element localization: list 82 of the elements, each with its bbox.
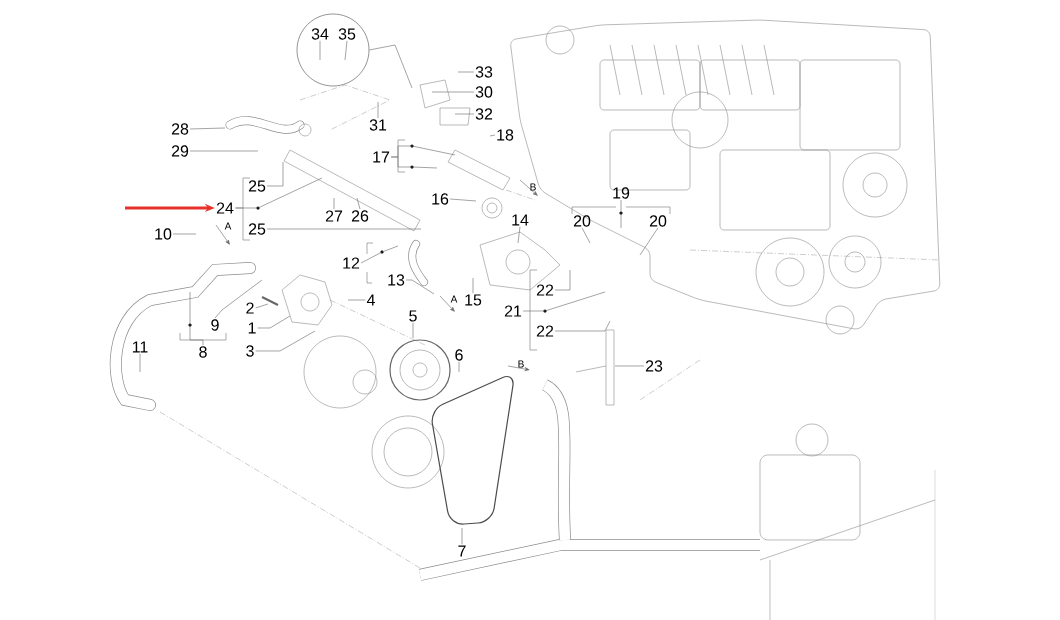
callout-number: 31 bbox=[369, 119, 387, 131]
leader-line bbox=[449, 198, 477, 202]
leader-line bbox=[356, 197, 361, 210]
leader-line bbox=[344, 40, 348, 61]
leader-line bbox=[431, 91, 475, 93]
callout-number: 23 bbox=[645, 360, 663, 372]
leader-line bbox=[266, 228, 422, 230]
callout-number: 12 bbox=[343, 257, 360, 269]
leader-line bbox=[522, 291, 606, 312]
callout-number: 20 bbox=[573, 215, 591, 227]
callout-number: 25 bbox=[248, 180, 266, 192]
magnifier-circle bbox=[296, 13, 370, 87]
leader-line bbox=[360, 245, 399, 264]
leader-line bbox=[581, 227, 591, 244]
leader-line bbox=[189, 291, 204, 346]
leader-line bbox=[257, 315, 291, 329]
leader-line bbox=[614, 365, 645, 367]
leader-line bbox=[189, 150, 259, 152]
callout-number: 7 bbox=[458, 545, 466, 557]
callout-number: 16 bbox=[432, 193, 449, 205]
leader-line bbox=[255, 303, 269, 309]
leader-line bbox=[554, 320, 611, 332]
callout-number: 29 bbox=[171, 145, 189, 157]
callout-number: 32 bbox=[475, 108, 493, 120]
callout-number: 6 bbox=[455, 349, 463, 361]
leader-line bbox=[255, 330, 316, 352]
leader-line bbox=[620, 199, 622, 229]
leader-line bbox=[405, 279, 435, 295]
leader-line bbox=[412, 322, 414, 339]
leader-line bbox=[172, 233, 197, 235]
leader-line bbox=[319, 40, 321, 61]
callout-number: 18 bbox=[497, 129, 514, 141]
callout-number: 34 bbox=[311, 28, 329, 40]
leader-line bbox=[489, 134, 496, 137]
callout-number: 35 bbox=[338, 28, 356, 40]
callout-number: 8 bbox=[199, 346, 207, 358]
callout-number: 14 bbox=[512, 214, 529, 226]
leader-line bbox=[472, 277, 474, 294]
callout-number: 15 bbox=[465, 294, 482, 306]
leader-line bbox=[390, 156, 438, 169]
leader-line bbox=[458, 361, 460, 373]
callout-number: 1 bbox=[248, 322, 256, 334]
leader-line bbox=[554, 269, 571, 291]
leader-line bbox=[189, 127, 226, 130]
callout-number: 24 bbox=[216, 202, 234, 214]
callout-number: 33 bbox=[475, 66, 493, 78]
leader-line bbox=[517, 226, 521, 244]
callout-number: 30 bbox=[475, 86, 493, 98]
callout-number: 2 bbox=[246, 302, 254, 314]
callout-number: 17 bbox=[373, 151, 390, 163]
direction-letter: A bbox=[224, 222, 232, 230]
leader-line bbox=[347, 299, 366, 301]
callout-number: 26 bbox=[351, 210, 369, 222]
direction-letter: B bbox=[518, 360, 524, 368]
leader-line bbox=[266, 161, 284, 187]
callout-number: 10 bbox=[155, 228, 172, 240]
callout-number: 5 bbox=[409, 310, 417, 322]
callout-number: 4 bbox=[366, 294, 375, 306]
callout-number: 9 bbox=[211, 319, 219, 331]
leader-line bbox=[457, 71, 475, 73]
leader-line bbox=[454, 113, 475, 115]
callout-number: 13 bbox=[388, 274, 405, 286]
leader-line bbox=[461, 527, 463, 545]
callout-number: 28 bbox=[171, 123, 189, 135]
callout-number: 19 bbox=[613, 187, 630, 199]
leader-line bbox=[369, 44, 413, 89]
leader-line bbox=[333, 197, 335, 210]
leader-line bbox=[377, 101, 379, 119]
direction-letter: B bbox=[530, 183, 536, 191]
callout-number: 21 bbox=[504, 305, 522, 317]
callout-number: 22 bbox=[536, 325, 554, 337]
callout-number: 22 bbox=[536, 284, 554, 296]
direction-letter: A bbox=[450, 295, 458, 303]
callout-number: 27 bbox=[325, 210, 343, 222]
callout-number: 25 bbox=[248, 223, 266, 235]
callout-number: 20 bbox=[649, 215, 667, 227]
leader-line bbox=[639, 227, 659, 256]
callout-number: 3 bbox=[246, 345, 254, 357]
leader-line bbox=[214, 279, 263, 319]
callout-number: 11 bbox=[132, 341, 148, 353]
leader-line bbox=[234, 177, 323, 209]
leader-line bbox=[139, 353, 141, 373]
